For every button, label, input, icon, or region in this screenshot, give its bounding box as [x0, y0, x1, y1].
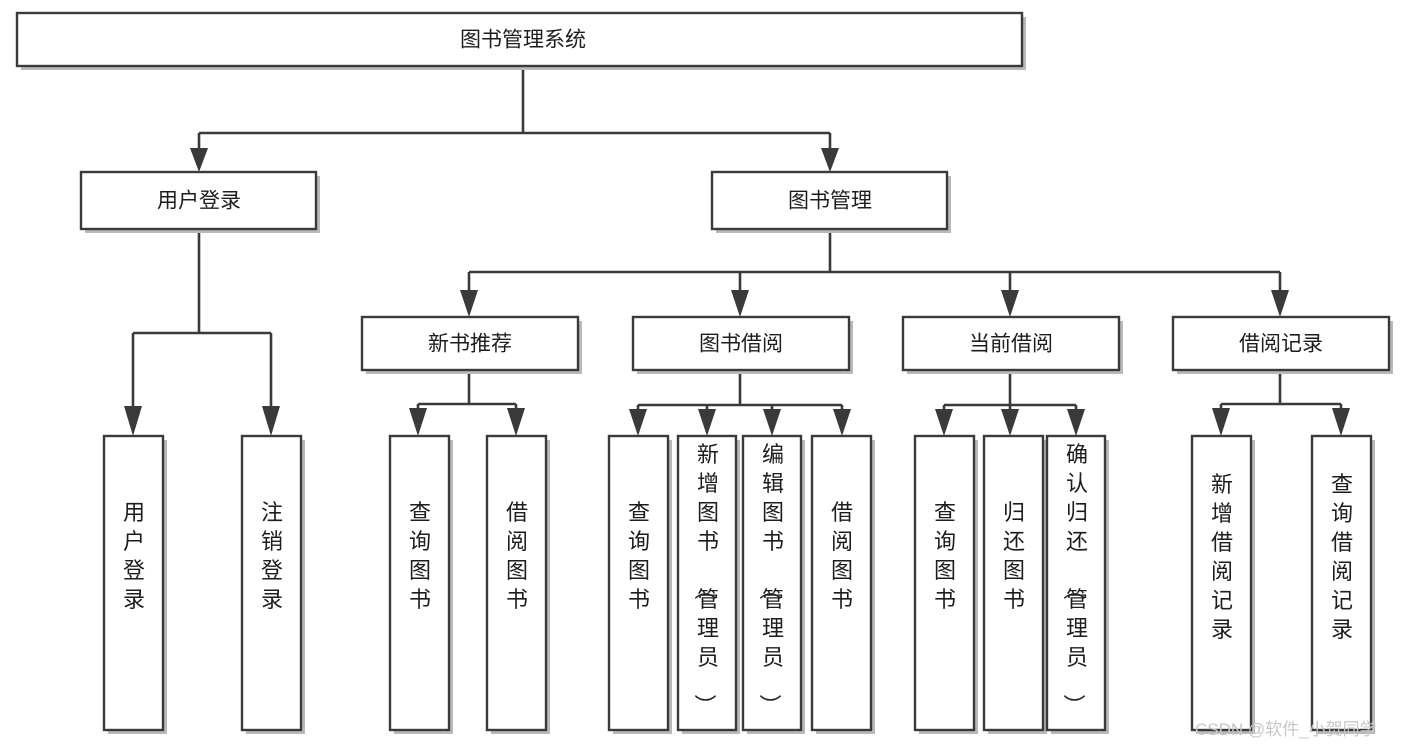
- node-current-borrow[interactable]: 当前借阅: [901, 315, 1123, 374]
- node-current-borrow-label: 当前借阅: [969, 333, 1053, 356]
- node-book-management-label: 图书管理: [788, 190, 872, 213]
- node-root-label: 图书管理系统: [460, 29, 586, 52]
- node-leaf-user-login-label: 用户登录: [123, 500, 145, 612]
- node-leaf-add-record[interactable]: 新增借阅记录: [1190, 434, 1255, 734]
- node-borrow-record[interactable]: 借阅记录: [1171, 315, 1393, 374]
- arrow-head-leaf-query-book-1: [409, 408, 427, 436]
- arrow-head-leaf-return-book: [1001, 409, 1019, 436]
- node-leaf-query-book-3-label: 查询图书: [934, 500, 956, 612]
- node-leaf-user-login-box[interactable]: [102, 434, 165, 732]
- node-leaf-borrow-book-2[interactable]: 借阅图书: [810, 434, 875, 734]
- node-leaf-return-book-box[interactable]: [982, 434, 1045, 732]
- node-leaf-borrow-book-2-box[interactable]: [810, 434, 873, 732]
- connector-group-user-login: [124, 233, 280, 436]
- node-book-borrow-box[interactable]: [631, 315, 851, 372]
- node-leaf-edit-book-label: 编辑图书（管理员）: [757, 442, 784, 716]
- node-leaf-query-book-2-box[interactable]: [607, 434, 670, 732]
- node-leaf-query-book-1-label: 查询图书: [409, 500, 431, 612]
- node-borrow-record-label: 借阅记录: [1239, 333, 1323, 356]
- node-leaf-borrow-book-1-box[interactable]: [485, 434, 548, 732]
- arrow-head-leaf-user-login: [124, 406, 142, 436]
- node-leaf-logout-label: 注销登录: [261, 500, 283, 612]
- node-root[interactable]: 图书管理系统: [15, 11, 1026, 70]
- node-book-management[interactable]: 图书管理: [710, 170, 951, 233]
- arrow-head-leaf-borrow-book-2: [833, 409, 851, 436]
- arrow-head-new-book-recommend: [460, 290, 478, 317]
- arrow-head-book-management: [821, 148, 839, 172]
- arrow-head-borrow-record: [1271, 290, 1289, 317]
- arrow-head-leaf-query-record: [1332, 408, 1350, 436]
- node-borrow-record-box[interactable]: [1171, 315, 1391, 372]
- node-user-login[interactable]: 用户登录: [79, 170, 320, 233]
- node-user-login-box[interactable]: [79, 170, 318, 231]
- node-leaf-edit-book-box[interactable]: [741, 434, 803, 732]
- node-leaf-query-book-2-label: 查询图书: [628, 500, 650, 612]
- node-leaf-add-book-label: 新增图书（管理员）: [692, 442, 719, 716]
- arrow-head-book-borrow: [731, 290, 749, 317]
- arrow-head-leaf-add-book: [698, 409, 716, 436]
- node-leaf-logout-box[interactable]: [240, 434, 303, 732]
- connector-group-current-borrow: [935, 374, 1085, 436]
- node-leaf-query-book-2[interactable]: 查询图书: [607, 434, 672, 734]
- connector-group-book-management: [460, 233, 1289, 317]
- node-leaf-borrow-book-1[interactable]: 借阅图书: [485, 434, 550, 734]
- node-leaf-borrow-book-1-label: 借阅图书: [506, 500, 528, 612]
- node-leaf-confirm-return[interactable]: 确认归还（管理员）: [1045, 434, 1109, 734]
- arrow-head-leaf-borrow-book-1: [507, 408, 525, 436]
- node-root-box[interactable]: [15, 11, 1024, 68]
- node-leaf-borrow-book-2-label: 借阅图书: [831, 500, 853, 612]
- node-new-book-recommend[interactable]: 新书推荐: [360, 315, 582, 374]
- node-leaf-query-record-label: 查询借阅记录: [1331, 472, 1353, 642]
- node-new-book-recommend-label: 新书推荐: [428, 333, 512, 356]
- node-book-borrow-label: 图书借阅: [699, 333, 783, 356]
- arrow-head-leaf-add-record: [1212, 408, 1230, 436]
- node-current-borrow-box[interactable]: [901, 315, 1121, 372]
- arrow-head-leaf-logout: [262, 406, 280, 436]
- arrow-head-leaf-query-book-3: [935, 409, 953, 436]
- node-leaf-logout[interactable]: 注销登录: [240, 434, 305, 734]
- node-user-login-label: 用户登录: [157, 190, 241, 213]
- node-leaf-query-book-1[interactable]: 查询图书: [388, 434, 453, 734]
- node-leaf-query-record-box[interactable]: [1310, 434, 1373, 732]
- connector-group-new-book-recommend: [409, 374, 525, 436]
- node-leaf-confirm-return-label: 确认归还（管理员）: [1061, 442, 1088, 716]
- arrow-head-leaf-confirm-return: [1067, 409, 1085, 436]
- connector-group-borrow-record: [1212, 374, 1350, 436]
- node-leaf-add-book[interactable]: 新增图书（管理员）: [676, 434, 740, 734]
- node-book-borrow[interactable]: 图书借阅: [631, 315, 853, 374]
- watermark-text: CSDN @软件_小贺同学: [1195, 720, 1377, 739]
- node-leaf-return-book[interactable]: 归还图书: [982, 434, 1047, 734]
- arrow-head-user-login: [190, 148, 208, 172]
- node-leaf-confirm-return-box[interactable]: [1045, 434, 1107, 732]
- node-leaf-edit-book[interactable]: 编辑图书（管理员）: [741, 434, 805, 734]
- node-book-management-box[interactable]: [710, 170, 949, 231]
- connector-group-root: [190, 66, 839, 172]
- connector-group-book-borrow: [629, 374, 851, 436]
- node-leaf-query-book-3[interactable]: 查询图书: [913, 434, 978, 734]
- node-leaf-query-record[interactable]: 查询借阅记录: [1310, 434, 1375, 734]
- node-leaf-query-book-1-box[interactable]: [388, 434, 451, 732]
- node-leaf-add-record-box[interactable]: [1190, 434, 1253, 732]
- node-leaf-user-login[interactable]: 用户登录: [102, 434, 167, 734]
- node-leaf-add-book-box[interactable]: [676, 434, 738, 732]
- arrow-head-current-borrow: [1001, 290, 1019, 317]
- node-leaf-add-record-label: 新增借阅记录: [1211, 472, 1233, 642]
- node-new-book-recommend-box[interactable]: [360, 315, 580, 372]
- arrow-head-leaf-query-book-2: [629, 409, 647, 436]
- arrow-head-leaf-edit-book: [763, 409, 781, 436]
- node-leaf-return-book-label: 归还图书: [1003, 500, 1025, 612]
- node-leaf-query-book-3-box[interactable]: [913, 434, 976, 732]
